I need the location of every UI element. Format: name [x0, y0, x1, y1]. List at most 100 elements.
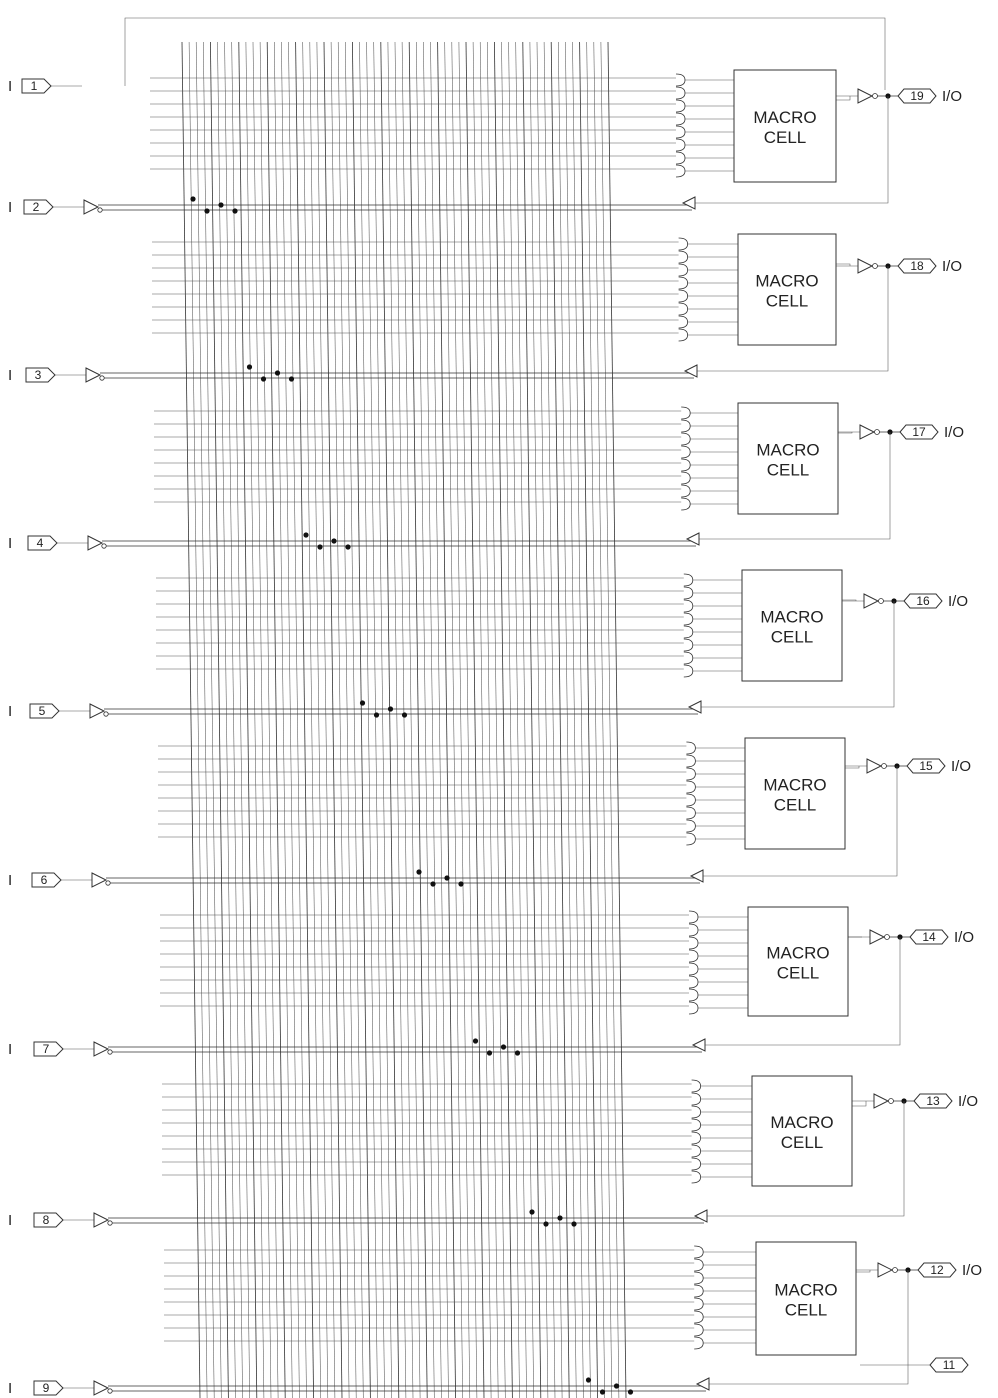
or-gate-input [675, 112, 686, 126]
input-pin-tag [31, 872, 62, 888]
or-gate-input [691, 1157, 702, 1171]
array-column [487, 41, 506, 1398]
array-column [416, 41, 435, 1398]
array-column [579, 41, 598, 1398]
or-gate-input [683, 638, 694, 652]
macro-cells: MACROCELLMACROCELLMACROCELLMACROCELLMACR… [83, 69, 898, 1396]
array-column [181, 41, 201, 1398]
output-io-label: I/O [958, 1093, 978, 1110]
or-gate-input [678, 315, 689, 329]
or-gate-input [681, 432, 691, 446]
array-column [266, 41, 286, 1398]
input-pin-number: 6 [41, 873, 48, 887]
or-gate-input [675, 125, 686, 139]
cell-output-wire [838, 432, 853, 434]
or-gate-input [678, 276, 689, 290]
or-gate-input [688, 936, 699, 950]
output-io-label: I/O [962, 1262, 982, 1279]
array-column [508, 41, 527, 1398]
input-prefix: I [8, 535, 12, 552]
array-column [529, 41, 549, 1398]
feedback-buffer [683, 364, 698, 378]
input-buffer [93, 1041, 110, 1057]
cell-output-wire [836, 96, 851, 101]
array-column [430, 41, 449, 1398]
array-column [437, 41, 456, 1398]
array-column [337, 41, 357, 1398]
array-column [330, 41, 350, 1398]
junction-dot [571, 1221, 577, 1227]
or-gate-input [681, 406, 691, 420]
macro-cell-box [751, 1075, 853, 1187]
or-gate-input [694, 1297, 704, 1311]
input-buffer [91, 872, 108, 888]
input-prefix: I [8, 703, 12, 720]
or-gate-input [681, 497, 691, 511]
array-column [210, 41, 229, 1398]
or-gate-input [686, 741, 696, 755]
macro-cell-label: CELL [781, 1133, 824, 1152]
and-array-grid [150, 41, 695, 1398]
array-column [252, 41, 272, 1398]
array-column [359, 41, 378, 1398]
macro-cell-label: CELL [777, 964, 820, 983]
input-pin-number: 3 [35, 368, 42, 382]
output-pin-tag [917, 1262, 957, 1278]
array-column [217, 41, 236, 1398]
or-gate-input [688, 988, 699, 1002]
array-column [494, 41, 513, 1398]
input-prefix: I [8, 78, 12, 95]
or-gate-input [681, 419, 691, 433]
or-gate-input [688, 923, 699, 937]
feedback-wire [704, 1270, 909, 1385]
output-buffer [873, 1093, 890, 1109]
or-gate-input [675, 151, 686, 165]
invert-bubble [105, 880, 111, 886]
array-column [586, 41, 605, 1398]
input-pin-tag [27, 535, 58, 551]
array-column [195, 41, 215, 1398]
array-column [295, 41, 314, 1398]
or-gate-input [694, 1271, 704, 1285]
array-column [274, 41, 293, 1398]
junction-dot [288, 376, 295, 382]
invert-bubble [107, 1220, 113, 1226]
output-pin-tag [897, 258, 937, 274]
or-gate-input [681, 458, 691, 472]
invert-bubble [99, 375, 105, 381]
or-gate-input [683, 625, 694, 639]
junction-dot [274, 370, 281, 376]
feedback-wire [698, 766, 898, 877]
junction-dot [613, 1383, 620, 1389]
array-column [472, 41, 492, 1398]
invert-bubble [888, 1098, 894, 1104]
junction-dot [190, 196, 196, 202]
junction-dot [232, 208, 238, 214]
junction-dot [204, 208, 210, 214]
macro-cell-box [737, 402, 839, 515]
or-gate-input [675, 99, 686, 113]
array-column [373, 41, 392, 1398]
output-io-label: I/O [944, 424, 964, 441]
or-gate-input [681, 484, 691, 498]
output-buffer [857, 258, 874, 274]
invert-bubble [101, 543, 107, 549]
or-gate-input [688, 949, 699, 963]
invert-bubble [97, 207, 103, 213]
input-prefix: I [8, 1212, 12, 1229]
output-pin-number: 12 [930, 1263, 944, 1277]
array-column [245, 41, 265, 1398]
or-gate-input [691, 1105, 702, 1119]
invert-bubble [872, 263, 878, 269]
input-pin-number: 9 [43, 1381, 50, 1395]
junction-dot [458, 881, 464, 887]
feedback-buffer [691, 1038, 706, 1052]
or-gate-input [678, 302, 689, 316]
array-column [565, 41, 584, 1398]
macro-cell-label: CELL [767, 461, 810, 480]
macro-cell-label: CELL [774, 796, 817, 815]
or-gate-input [691, 1144, 702, 1158]
or-gate-input [675, 164, 686, 178]
invert-bubble [884, 934, 890, 940]
array-column [458, 41, 478, 1398]
